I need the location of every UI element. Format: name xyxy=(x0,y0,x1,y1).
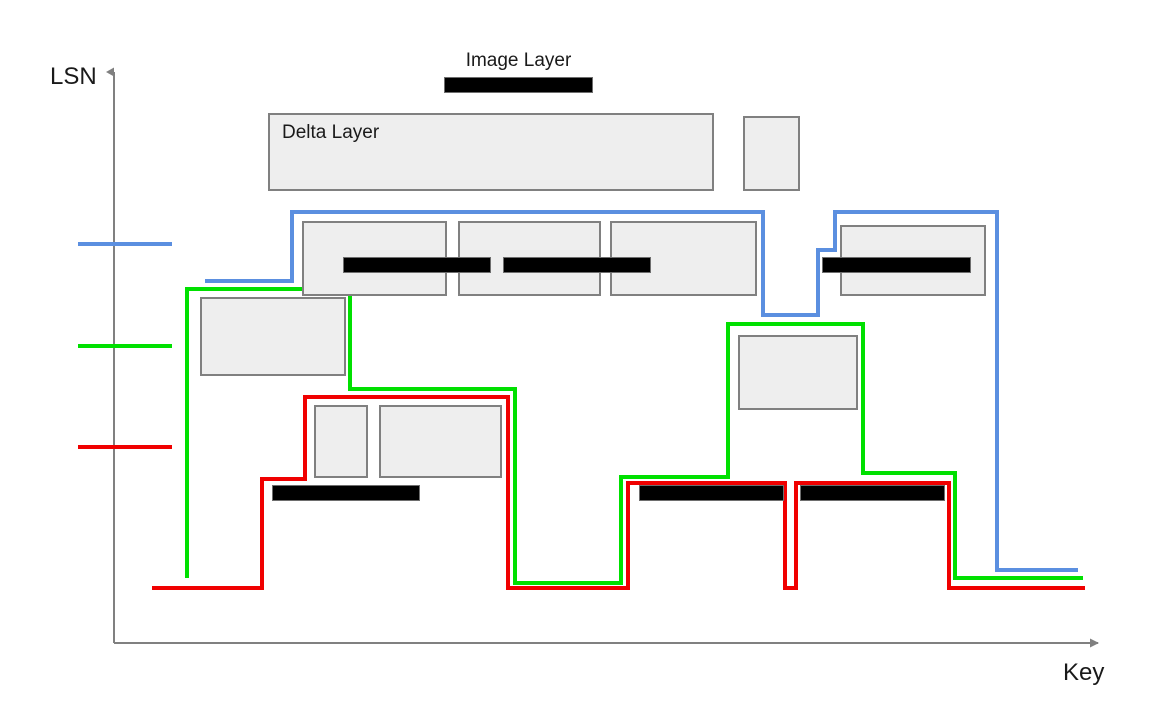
delta-layer-caption: Delta Layer xyxy=(282,122,380,143)
green-level-line xyxy=(185,287,1083,585)
green-layer-box-right xyxy=(738,335,858,410)
x-axis-label: Key xyxy=(1063,659,1105,686)
blue-layer-bar-3 xyxy=(822,257,971,273)
y-axis-label: LSN xyxy=(50,63,97,90)
blue-layer-bar-1 xyxy=(343,257,491,273)
red-level-line xyxy=(152,395,1085,590)
red-layer-bar-2 xyxy=(639,485,784,501)
level-lines-group xyxy=(152,210,1085,590)
red-layer-box-2 xyxy=(379,405,502,478)
blue-layer-bar-2 xyxy=(503,257,651,273)
image-layer-caption: Image Layer xyxy=(465,50,572,71)
axes-group xyxy=(106,67,1099,648)
delta-layer-box-small xyxy=(743,116,800,191)
red-layer-bar-3 xyxy=(800,485,945,501)
axis-ticks-group xyxy=(78,242,172,449)
delta-layer-box xyxy=(268,113,714,191)
green-layer-box-left xyxy=(200,297,346,376)
red-layer-bar-1 xyxy=(272,485,420,501)
image-layer-bar xyxy=(444,77,593,93)
blue-level-line xyxy=(205,210,1078,572)
red-layer-box-1 xyxy=(314,405,368,478)
